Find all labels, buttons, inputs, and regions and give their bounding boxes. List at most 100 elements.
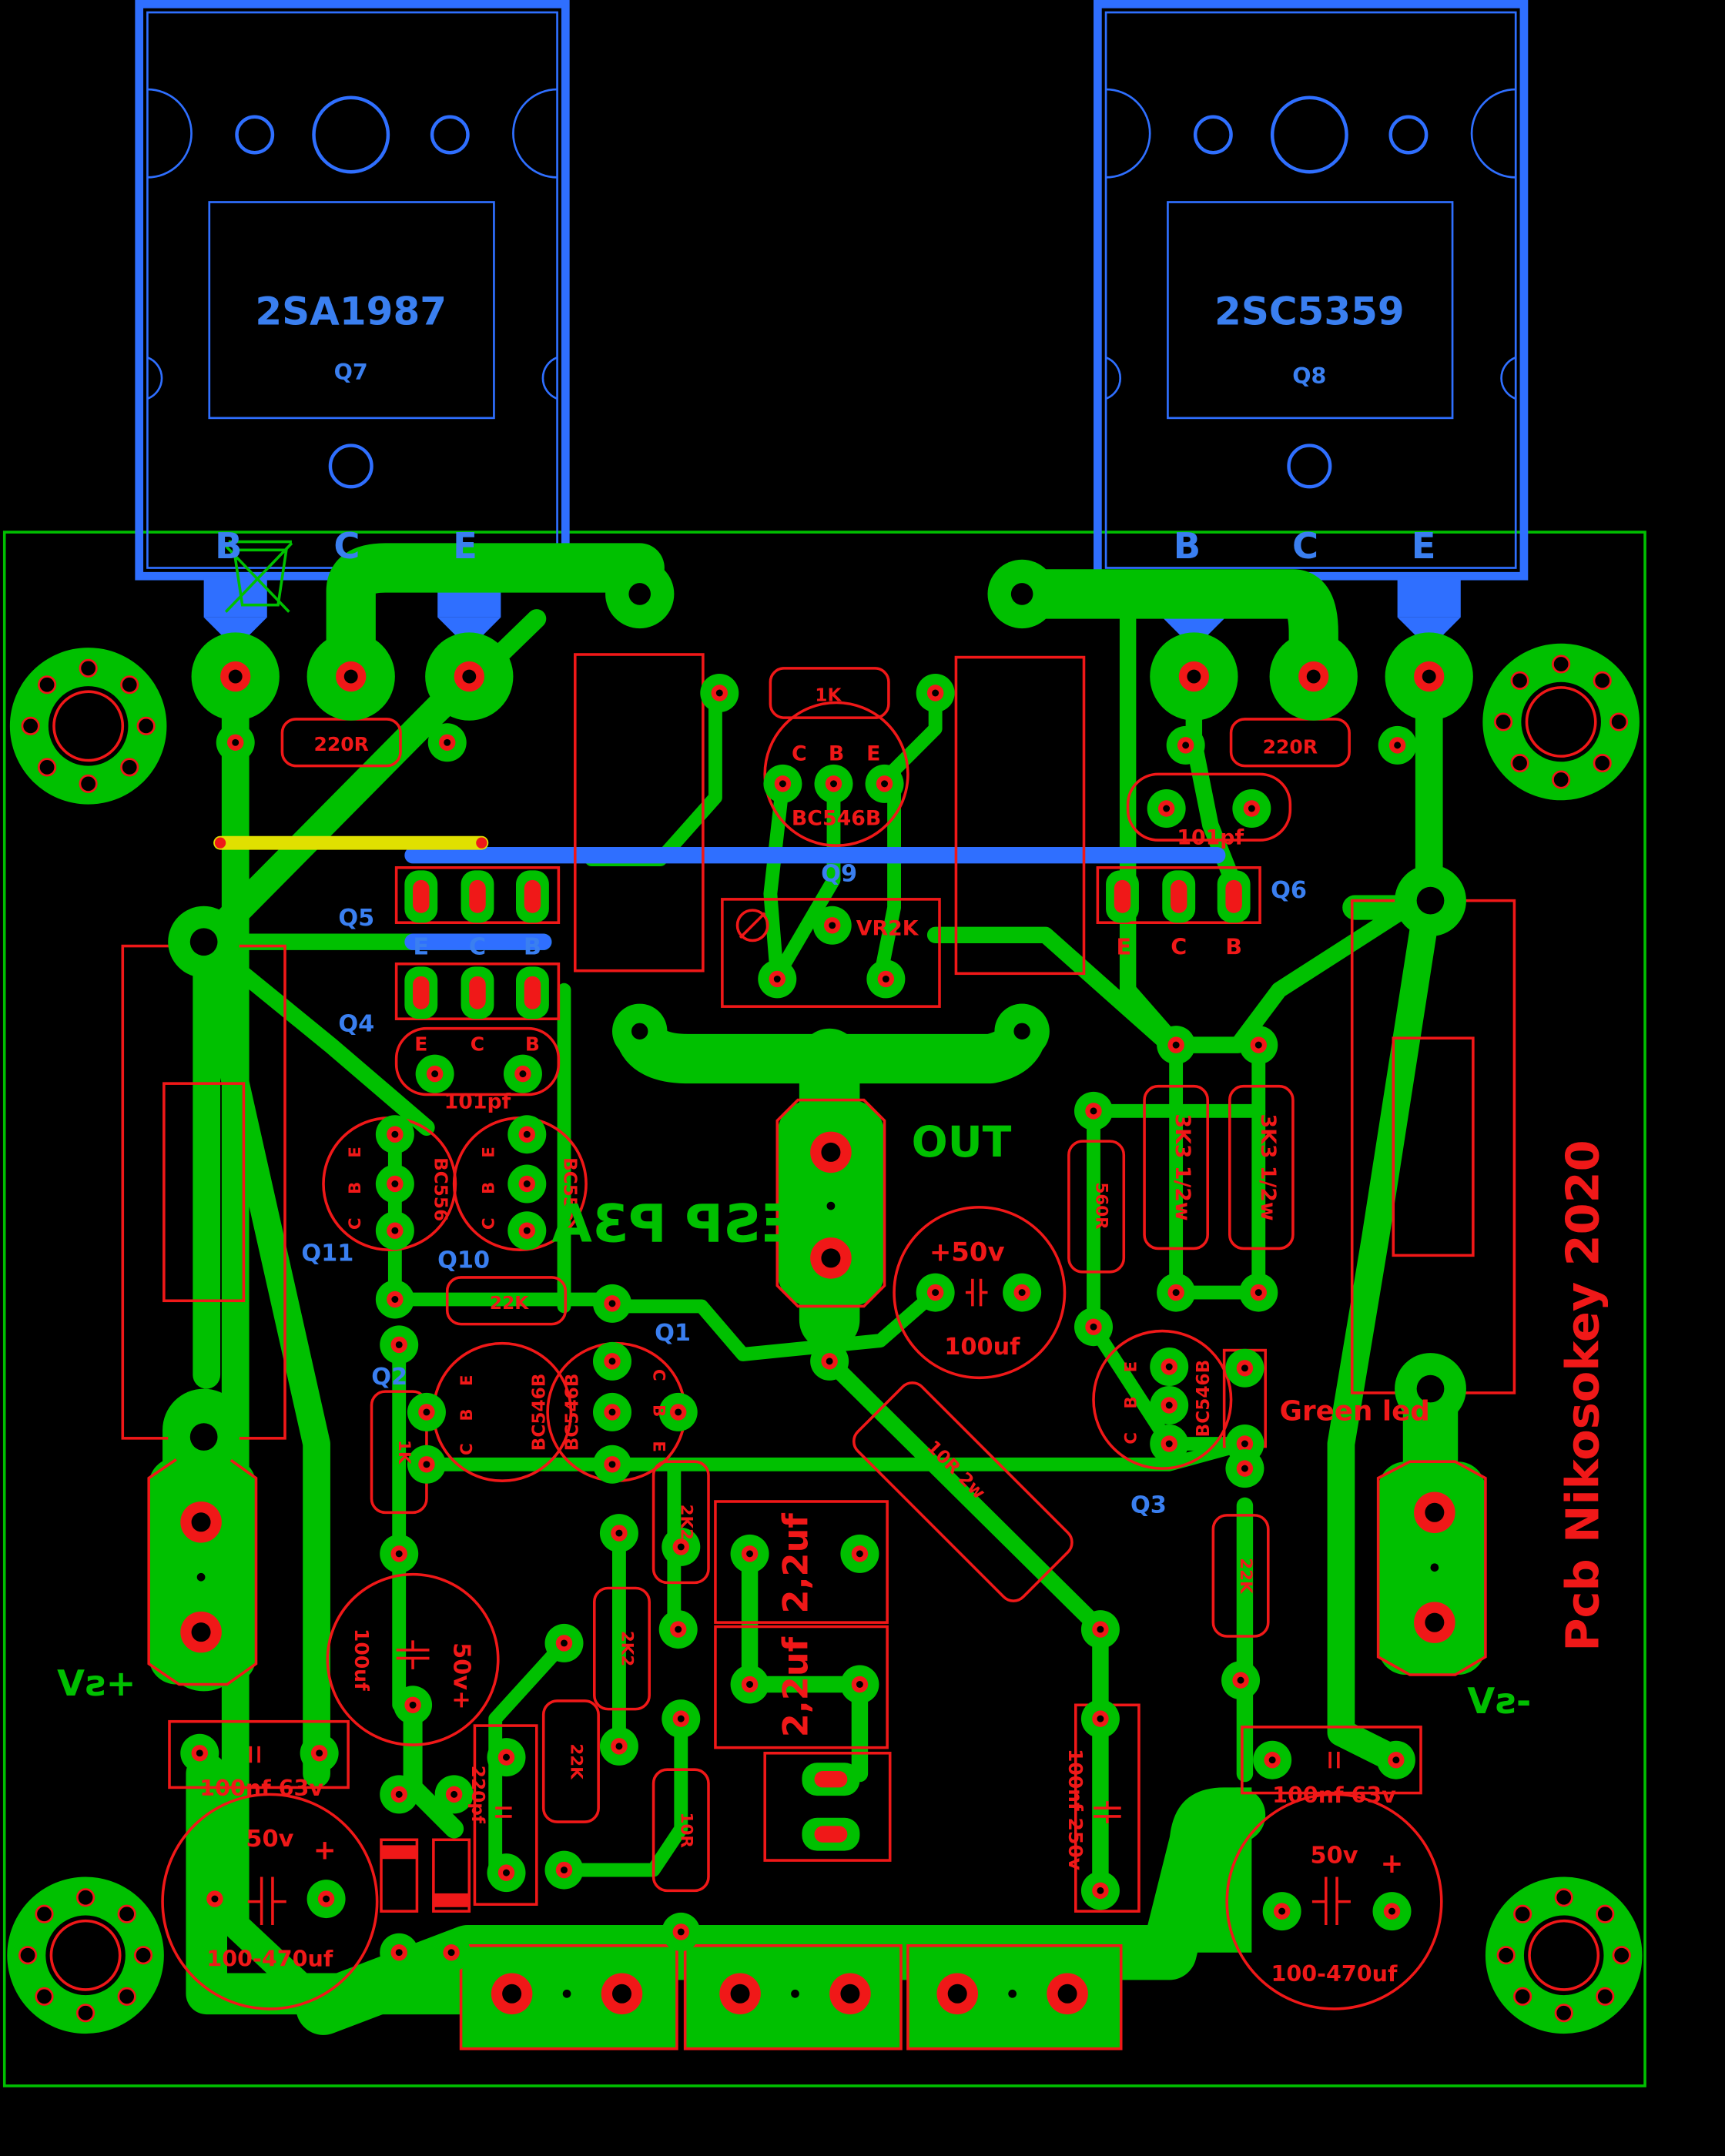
q6-pin-b: B (1225, 933, 1242, 959)
c-100nf-right-label: 100nf 63v (1272, 1782, 1396, 1808)
q10-ref: Q10 (437, 1247, 490, 1274)
q5-ref: Q5 (338, 905, 374, 932)
pad-hole (1254, 1041, 1262, 1049)
pad-hole (1268, 1756, 1276, 1764)
q1-ref: Q1 (655, 1320, 691, 1347)
q4-pin-b: B (525, 1033, 540, 1055)
q11-pin-e: E (346, 1147, 365, 1158)
q9-pin-c: C (792, 742, 807, 766)
q9-pin-b: B (829, 742, 844, 766)
pad-hole (1165, 1363, 1173, 1371)
pad-hole (1163, 805, 1171, 812)
board-outline (2, 531, 1646, 2087)
pad-hole (932, 1289, 940, 1297)
q9-part: BC546B (792, 806, 881, 830)
r-22k-c-label: 22K (1236, 1558, 1255, 1595)
pad-hole (1097, 1715, 1104, 1722)
pad-hole (677, 1543, 685, 1551)
q7-pin-b: B (215, 525, 242, 567)
c-101-left-label: 101pf (444, 1090, 511, 1113)
q8-pin-e: E (1412, 525, 1436, 567)
q9-pin-e: E (866, 742, 880, 766)
pad-hole (856, 1681, 863, 1688)
q1-pin-c: C (649, 1369, 668, 1381)
q2-pin-b: B (457, 1408, 477, 1421)
q8-pin-b: B (1174, 525, 1201, 567)
c-220-label: 220pf (467, 1766, 488, 1824)
pad-hole (608, 1358, 616, 1365)
pad-hole (523, 1180, 531, 1187)
pad-hole (881, 780, 889, 788)
q7-pin-c: C (333, 525, 360, 567)
out-label: OUT (912, 1118, 1012, 1167)
q3-pin-b: B (1121, 1396, 1141, 1408)
pad-hole (882, 975, 889, 983)
pad-hole (608, 1408, 616, 1416)
pad-hole (561, 1639, 568, 1647)
q8-pin-c: C (1292, 525, 1318, 567)
q3-pin-c: C (1121, 1432, 1141, 1445)
q3-part: BC546B (1193, 1360, 1214, 1438)
r-22k-a-label: 22K (490, 1293, 529, 1314)
pad-hole (715, 689, 723, 697)
cap-plate-marks (247, 1278, 1351, 1925)
q11-part: BC556 (430, 1157, 451, 1221)
q10-pin-e: E (479, 1147, 498, 1158)
pad-hole (395, 1550, 403, 1558)
c-boot-value: 100uf (944, 1334, 1020, 1361)
r-1k-left-label: 1K (394, 1440, 414, 1465)
q10-pin-b: B (479, 1182, 498, 1194)
pad-hole (1097, 1625, 1104, 1633)
pad-hole (932, 689, 940, 697)
pad-hole (826, 1358, 833, 1365)
c-bulk-right-value: 100-470uf (1271, 1960, 1398, 1987)
q8-part: 2SC5359 (1214, 289, 1405, 333)
vplus-label: +sV (57, 1662, 136, 1704)
q2-ref: Q2 (371, 1364, 407, 1391)
pad-hole (1090, 1323, 1097, 1331)
r-2k2-a-label: 2K2 (676, 1505, 695, 1540)
led-label: Green led (1280, 1396, 1430, 1428)
q3-ref: Q3 (1130, 1491, 1167, 1518)
pad-hole (1018, 1289, 1026, 1297)
credit-label: Pcb Nikosokey 2020 (1556, 1140, 1609, 1651)
pad-hole (1097, 1886, 1104, 1894)
pad-hole (431, 1070, 439, 1078)
pad-hole (1241, 1364, 1248, 1372)
pad-hole (675, 1408, 682, 1416)
pad-hole (615, 1529, 623, 1537)
q4-pin-e: E (414, 1033, 427, 1055)
pad-hole (523, 1227, 531, 1234)
pad-hole (391, 1296, 399, 1303)
pad-hole (523, 1130, 531, 1138)
pad-hole (395, 1790, 403, 1798)
c-100nf-left-label: 100nf 63v (199, 1775, 323, 1801)
q2-pin-c: C (457, 1443, 477, 1455)
c-boot-volt: +50v (929, 1237, 1005, 1267)
copper-text: OUT ESP P3A +sV -sV (57, 1118, 1531, 1722)
c-bulk-left-value: 100-470uf (206, 1946, 333, 1972)
pad-hole (1172, 1041, 1180, 1049)
c-fb-value: 100uf (350, 1629, 373, 1692)
c-bulk-right-volt: 50v (1310, 1843, 1358, 1870)
vminus-label: -sV (1467, 1680, 1531, 1722)
ground-pour (1169, 1787, 1252, 1953)
pad-hole (561, 1866, 568, 1874)
r-10r-label: 10R (676, 1813, 695, 1849)
pad-hole (423, 1408, 430, 1416)
q7-ref: Q7 (334, 359, 368, 385)
pad-hole (409, 1701, 417, 1709)
q11-ref: Q11 (301, 1240, 353, 1267)
q6-pin-e: E (1117, 933, 1132, 959)
pad-hole (391, 1130, 399, 1138)
pad-hole (395, 1949, 403, 1957)
pad-hole (608, 1461, 616, 1468)
q4-pin-c: C (471, 1033, 484, 1055)
power-transistor-text: 2SA1987 Q7 B C E 2SC5359 Q8 B C E (215, 289, 1435, 567)
pad-hole (447, 1949, 455, 1957)
mounting-holes (7, 643, 1643, 2034)
c-bulk-left-plus: + (313, 1834, 337, 1866)
pad-hole (1172, 1289, 1180, 1297)
pad-hole (1090, 1107, 1097, 1115)
r-2k2-b-label: 2K2 (618, 1631, 637, 1666)
